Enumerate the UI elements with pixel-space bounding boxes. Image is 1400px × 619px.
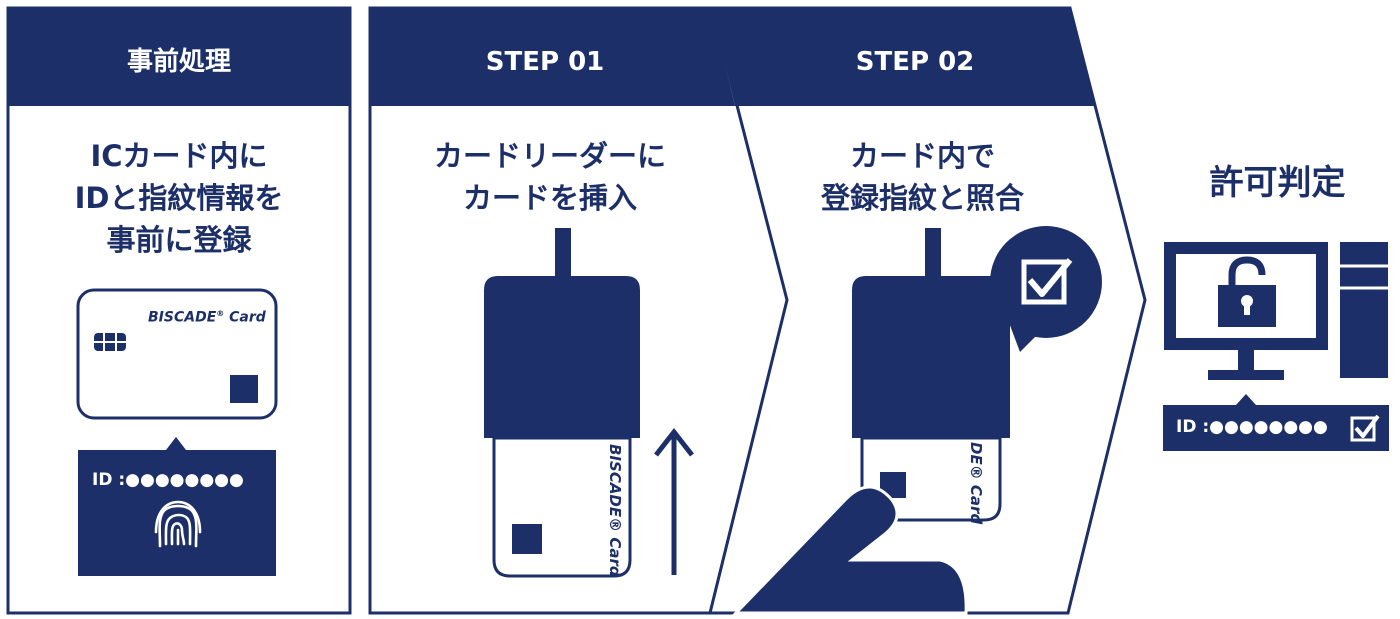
description-line: 事前に登録 bbox=[106, 223, 252, 257]
step02-header: STEP 02 bbox=[855, 47, 975, 77]
step01-description: カードリーダーに カードを挿入 bbox=[380, 135, 720, 219]
step01-header-bar bbox=[370, 8, 735, 106]
card-brand: BISCADE bbox=[148, 309, 217, 326]
finger-icon bbox=[732, 485, 968, 615]
checkbox-icon bbox=[1350, 414, 1380, 442]
result-title: 許可判定 bbox=[1209, 163, 1346, 203]
description-line: ICカード内に bbox=[90, 139, 268, 173]
id-label: ID :●●●●●●●● bbox=[92, 470, 244, 490]
biscade-card-icon bbox=[76, 288, 278, 420]
pre-process-header-bar bbox=[8, 8, 350, 106]
inserted-card-label: BISCADE® Card bbox=[606, 444, 624, 577]
description-line: IDと指紋情報を bbox=[74, 181, 284, 215]
step02-header-bar bbox=[712, 8, 1095, 106]
card-reader-icon bbox=[484, 228, 640, 438]
id-label: ID :●●●●●●●● bbox=[1176, 417, 1328, 437]
step-divider bbox=[708, 7, 789, 614]
unlock-icon bbox=[1218, 256, 1276, 327]
check-bubble-icon bbox=[990, 226, 1102, 352]
inserted-card bbox=[492, 436, 632, 578]
card-brand-label: BISCADE® Card bbox=[148, 309, 266, 326]
tower-icon bbox=[1340, 242, 1388, 378]
description-line: 登録指紋と照合 bbox=[820, 181, 1024, 215]
inserted-card bbox=[860, 436, 1002, 522]
step02-description: カード内で 登録指紋と照合 bbox=[750, 135, 1095, 219]
card-brand-suffix: Card bbox=[229, 309, 266, 326]
inserted-card-label: DE® Card bbox=[967, 442, 985, 525]
description-line: カードを挿入 bbox=[462, 181, 637, 215]
pre-process-header: 事前処理 bbox=[126, 47, 231, 77]
insert-arrow-icon bbox=[654, 427, 694, 575]
card-reader-icon bbox=[852, 228, 1010, 438]
ic-chip-icon bbox=[94, 333, 126, 351]
description-line: カードリーダーに bbox=[433, 139, 666, 173]
step01-header: STEP 01 bbox=[485, 47, 605, 77]
pre-process-description: ICカード内に IDと指紋情報を 事前に登録 bbox=[8, 135, 350, 261]
card-brand-mark: ® bbox=[216, 309, 225, 318]
pre-process-panel bbox=[6, 6, 352, 615]
id-fingerprint-box bbox=[78, 437, 276, 576]
description-line: カード内で bbox=[849, 139, 995, 173]
fingerprint-icon bbox=[154, 500, 202, 548]
